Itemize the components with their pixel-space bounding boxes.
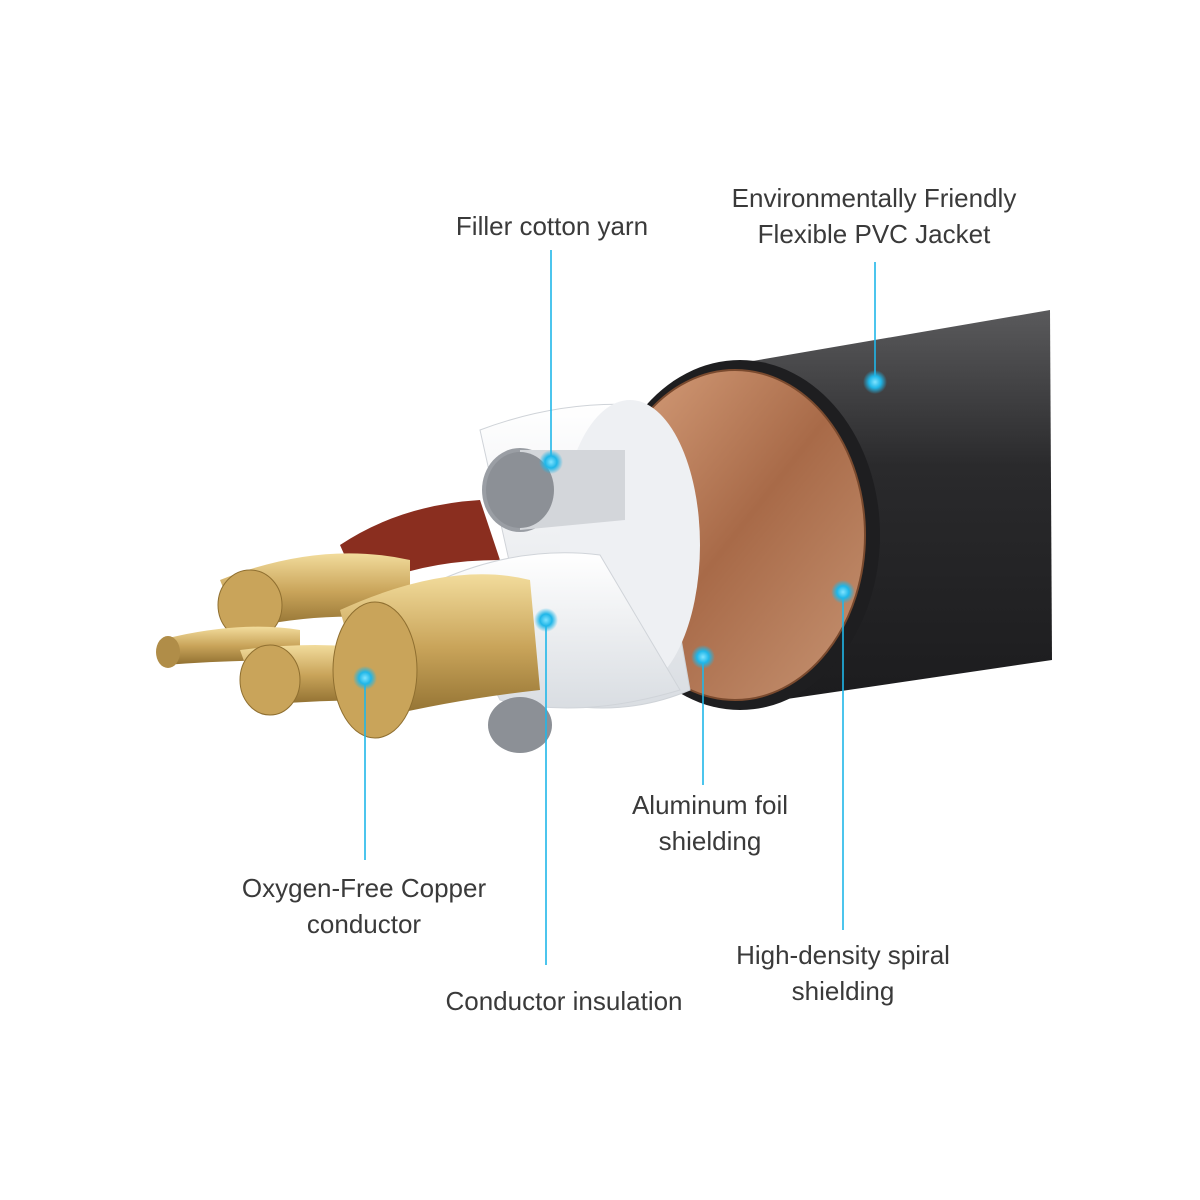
copper-conductors [156, 553, 540, 739]
jacket-dot [863, 370, 887, 394]
label-text: Flexible PVC Jacket [757, 219, 991, 249]
label-text: High-density spiral [736, 940, 950, 970]
label-spiral: High-density spiral shielding [736, 937, 950, 1009]
label-aluminum: Aluminum foil shielding [632, 787, 788, 859]
spiral-dot [831, 580, 855, 604]
label-text: Environmentally Friendly [731, 183, 1017, 213]
label-text: shielding [791, 976, 895, 1006]
pointer-lines [364, 250, 876, 965]
label-text: Filler cotton yarn [455, 211, 649, 241]
label-text: conductor [306, 909, 422, 939]
label-filler: Filler cotton yarn [456, 208, 648, 244]
aluminum-dot [691, 645, 715, 669]
label-text: Oxygen-Free Copper [241, 873, 487, 903]
filler-dot [539, 450, 563, 474]
pointer-dots [353, 370, 887, 690]
copper-dot [353, 666, 377, 690]
insulation-dot [534, 608, 558, 632]
label-text: Conductor insulation [445, 986, 683, 1016]
label-text: shielding [658, 826, 762, 856]
label-text: Aluminum foil [631, 790, 789, 820]
label-insulation: Conductor insulation [445, 983, 682, 1019]
label-jacket: Environmentally Friendly Flexible PVC Ja… [732, 180, 1017, 252]
label-copper: Oxygen-Free Copper conductor [242, 870, 486, 942]
